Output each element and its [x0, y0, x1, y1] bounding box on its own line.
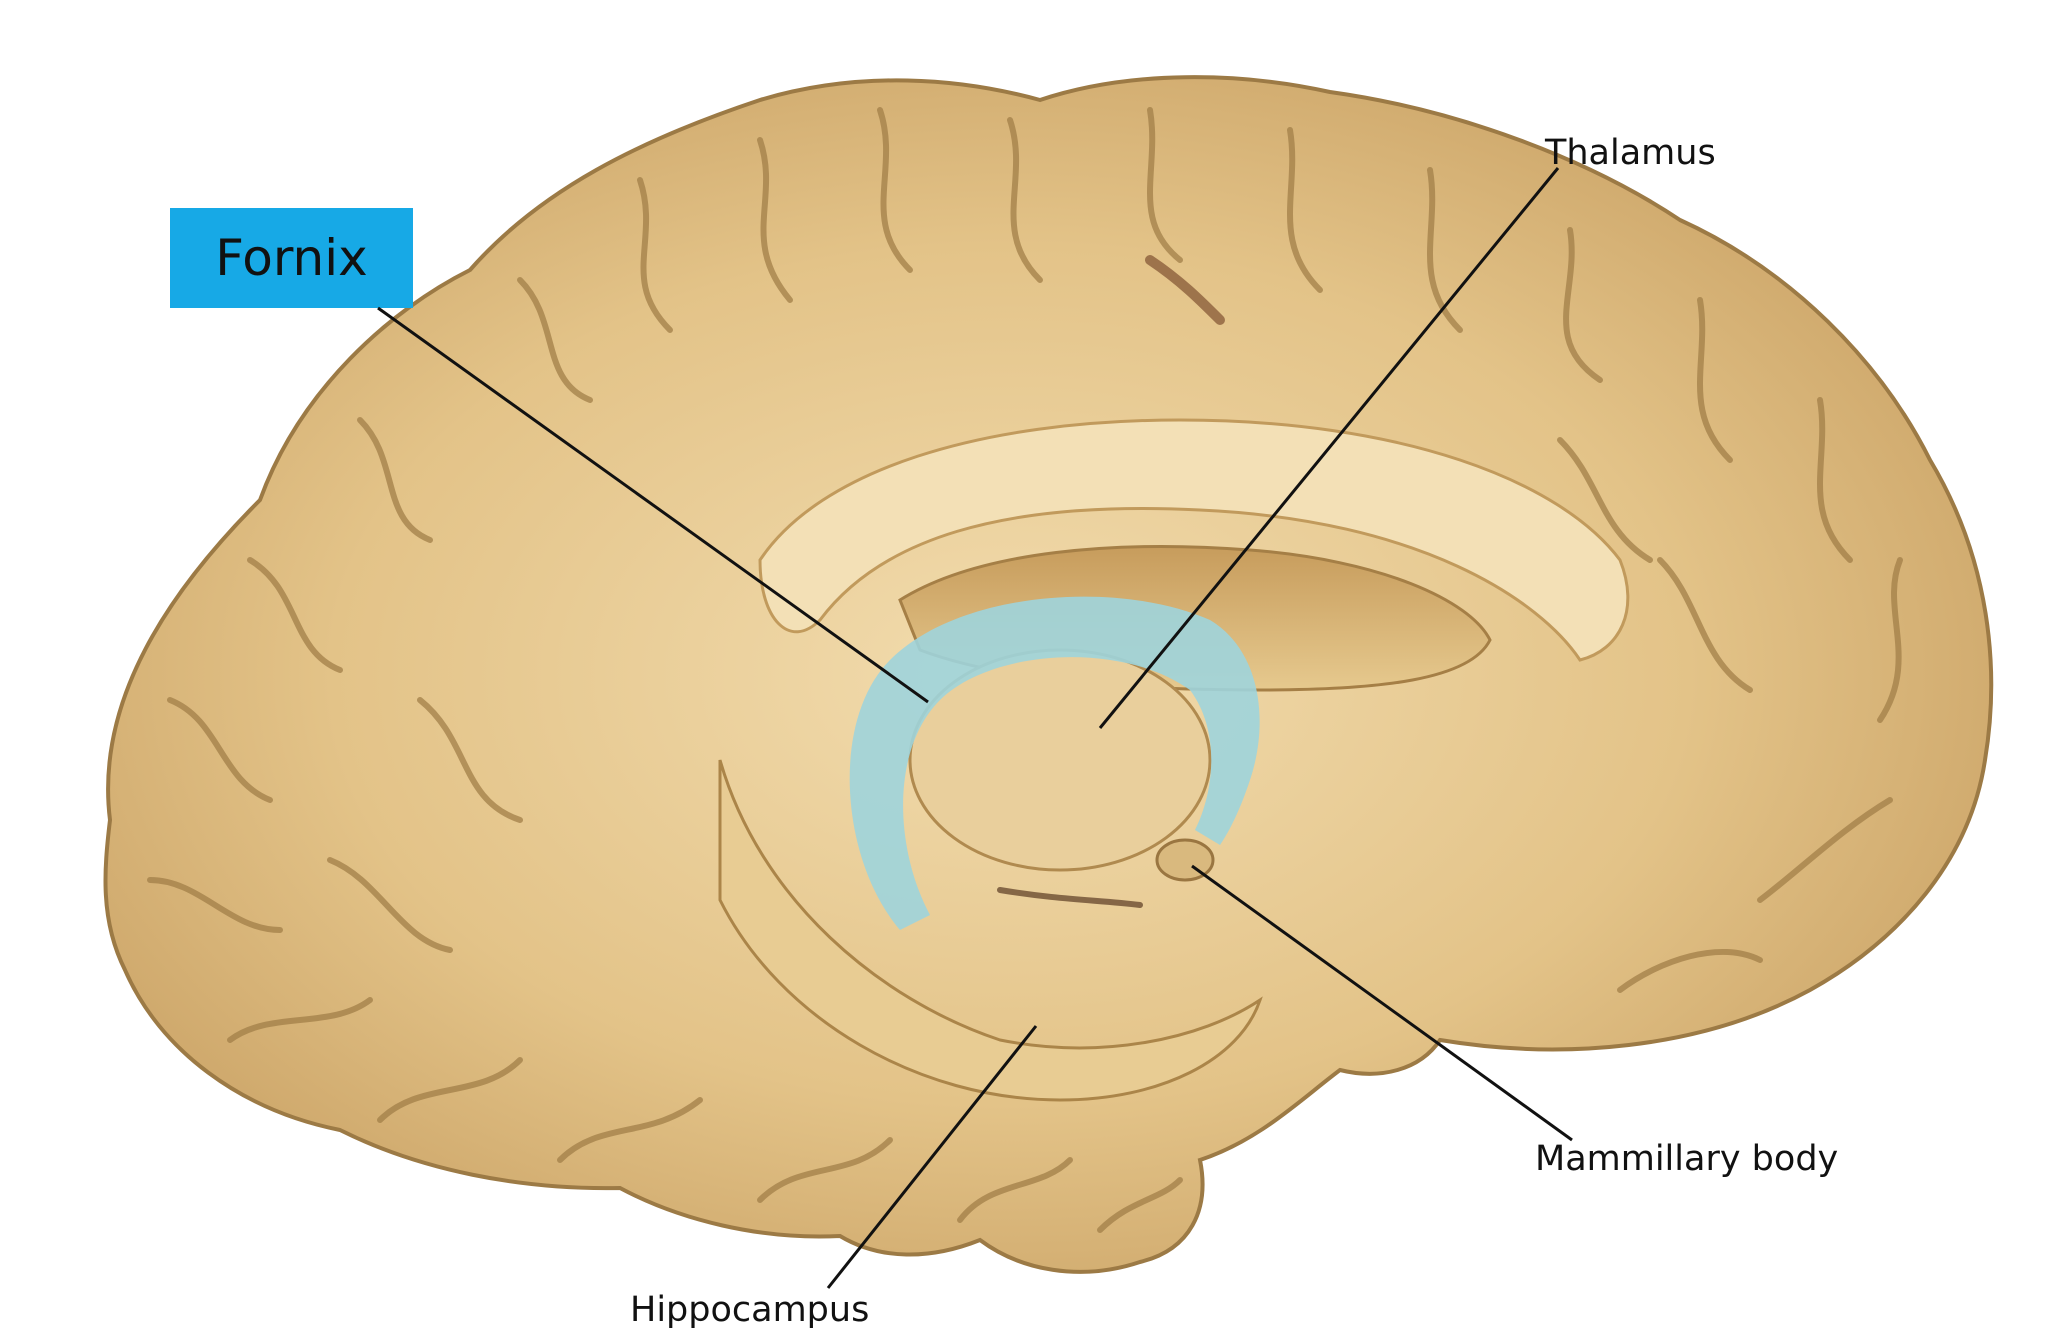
- corpus-callosum: [758, 418, 1630, 662]
- thalamus-label: Thalamus: [1545, 133, 1716, 173]
- fornix-overlay: [849, 596, 1260, 930]
- gyri-texture: [147, 107, 1903, 1233]
- fornix-label-text: Fornix: [215, 229, 368, 287]
- fornix-label: Fornix: [170, 208, 413, 308]
- hippocampus-region: [718, 759, 1263, 1102]
- mammillary-body-label: Mammillary body: [1535, 1139, 1839, 1179]
- shadow-accent: [997, 887, 1143, 908]
- leader-lines: [377, 167, 1573, 1289]
- hippocampus-label: Hippocampus: [630, 1290, 870, 1330]
- leader-line-thalamus: [1098, 167, 1560, 729]
- shadow-accent: [1145, 255, 1225, 325]
- fornix-label-box: [170, 208, 413, 308]
- leader-line-mammillary: [1191, 864, 1573, 1142]
- leader-line-hippocampus: [826, 1025, 1038, 1289]
- leader-line-fornix: [377, 306, 929, 704]
